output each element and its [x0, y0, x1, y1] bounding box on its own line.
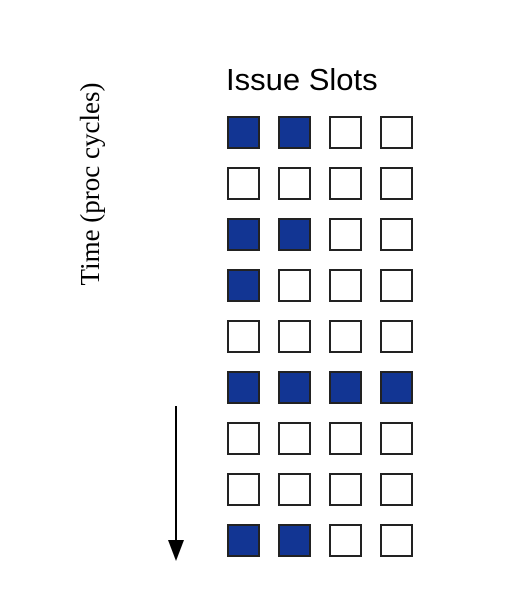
issue-slot-filled	[278, 116, 311, 149]
issue-slot-grid	[227, 116, 417, 562]
issue-slot-empty	[227, 422, 260, 455]
issue-slot-filled	[227, 218, 260, 251]
issue-slot-empty	[380, 167, 413, 200]
issue-slot-empty	[380, 473, 413, 506]
issue-slot-empty	[329, 116, 362, 149]
issue-slot-empty	[329, 167, 362, 200]
issue-slot-empty	[329, 269, 362, 302]
issue-slot-empty	[278, 422, 311, 455]
issue-slot-filled	[278, 371, 311, 404]
issue-slot-empty	[380, 218, 413, 251]
issue-slot-empty	[380, 422, 413, 455]
issue-slot-empty	[329, 473, 362, 506]
issue-slot-filled	[380, 371, 413, 404]
issue-slot-filled	[227, 116, 260, 149]
issue-slot-empty	[227, 167, 260, 200]
issue-slot-empty	[278, 320, 311, 353]
issue-slot-filled	[227, 371, 260, 404]
issue-slot-empty	[380, 116, 413, 149]
issue-slot-empty	[380, 524, 413, 557]
issue-slot-empty	[227, 320, 260, 353]
issue-slot-empty	[278, 167, 311, 200]
issue-slot-empty	[380, 269, 413, 302]
issue-slots-title: Issue Slots	[226, 62, 378, 97]
issue-slot-empty	[329, 524, 362, 557]
issue-slot-empty	[329, 218, 362, 251]
issue-slot-filled	[278, 218, 311, 251]
issue-slot-empty	[227, 473, 260, 506]
issue-slot-filled	[278, 524, 311, 557]
issue-slot-empty	[329, 422, 362, 455]
time-arrow-icon	[168, 406, 184, 561]
issue-slot-empty	[278, 269, 311, 302]
issue-slot-filled	[329, 371, 362, 404]
issue-slot-empty	[329, 320, 362, 353]
issue-slot-filled	[227, 269, 260, 302]
issue-slot-empty	[278, 473, 311, 506]
issue-slot-empty	[380, 320, 413, 353]
time-axis-label: Time (proc cycles)	[75, 82, 105, 286]
issue-slot-filled	[227, 524, 260, 557]
